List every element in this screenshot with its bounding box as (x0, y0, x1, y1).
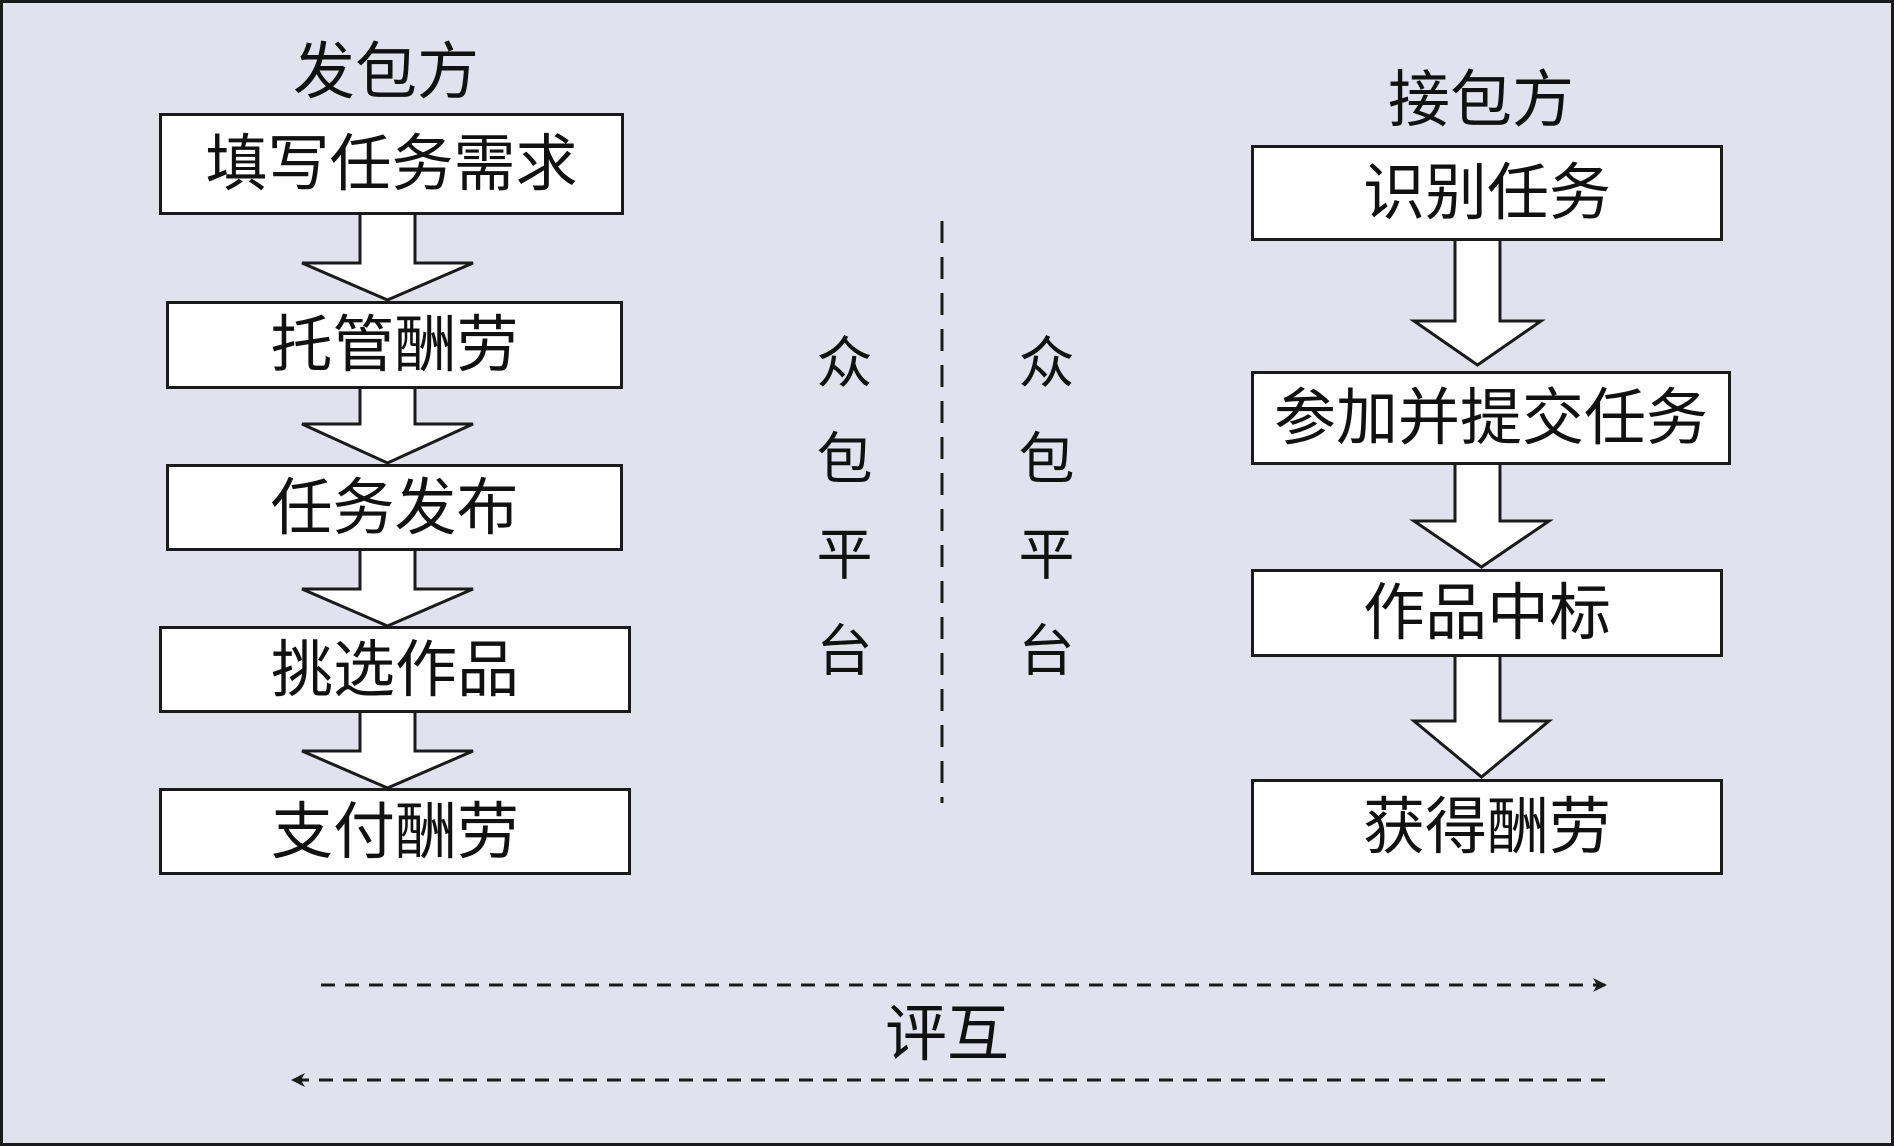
interaction-label: 评互 (885, 997, 1010, 1070)
right-step-4: 获得酬劳 (1251, 779, 1723, 875)
left-step-5: 支付酬劳 (159, 788, 631, 875)
left-step-3: 任务发布 (166, 464, 623, 551)
right-block-arrow-1 (1409, 237, 1546, 367)
left-column-heading: 发包方 (293, 35, 480, 108)
right-step-1: 识别任务 (1251, 145, 1723, 241)
diagram-connectors (291, 211, 1607, 1087)
left-block-arrow-4 (301, 709, 474, 790)
right-block-arrow-2 (1409, 461, 1554, 569)
left-step-1: 填写任务需求 (159, 113, 624, 215)
left-block-arrow-1 (301, 211, 474, 302)
right-column-heading: 接包方 (1388, 63, 1575, 136)
left-block-arrow-2 (301, 385, 474, 465)
left-step-4: 挑选作品 (159, 626, 631, 713)
left-block-arrow-3 (301, 547, 474, 628)
platform-label-left: 众包平台 (807, 333, 872, 717)
right-step-2: 参加并提交任务 (1251, 371, 1731, 465)
platform-label-right: 众包平台 (1009, 333, 1074, 717)
right-step-3: 作品中标 (1251, 569, 1723, 657)
right-block-arrow-3 (1409, 653, 1554, 779)
left-step-2: 托管酬劳 (166, 301, 623, 389)
